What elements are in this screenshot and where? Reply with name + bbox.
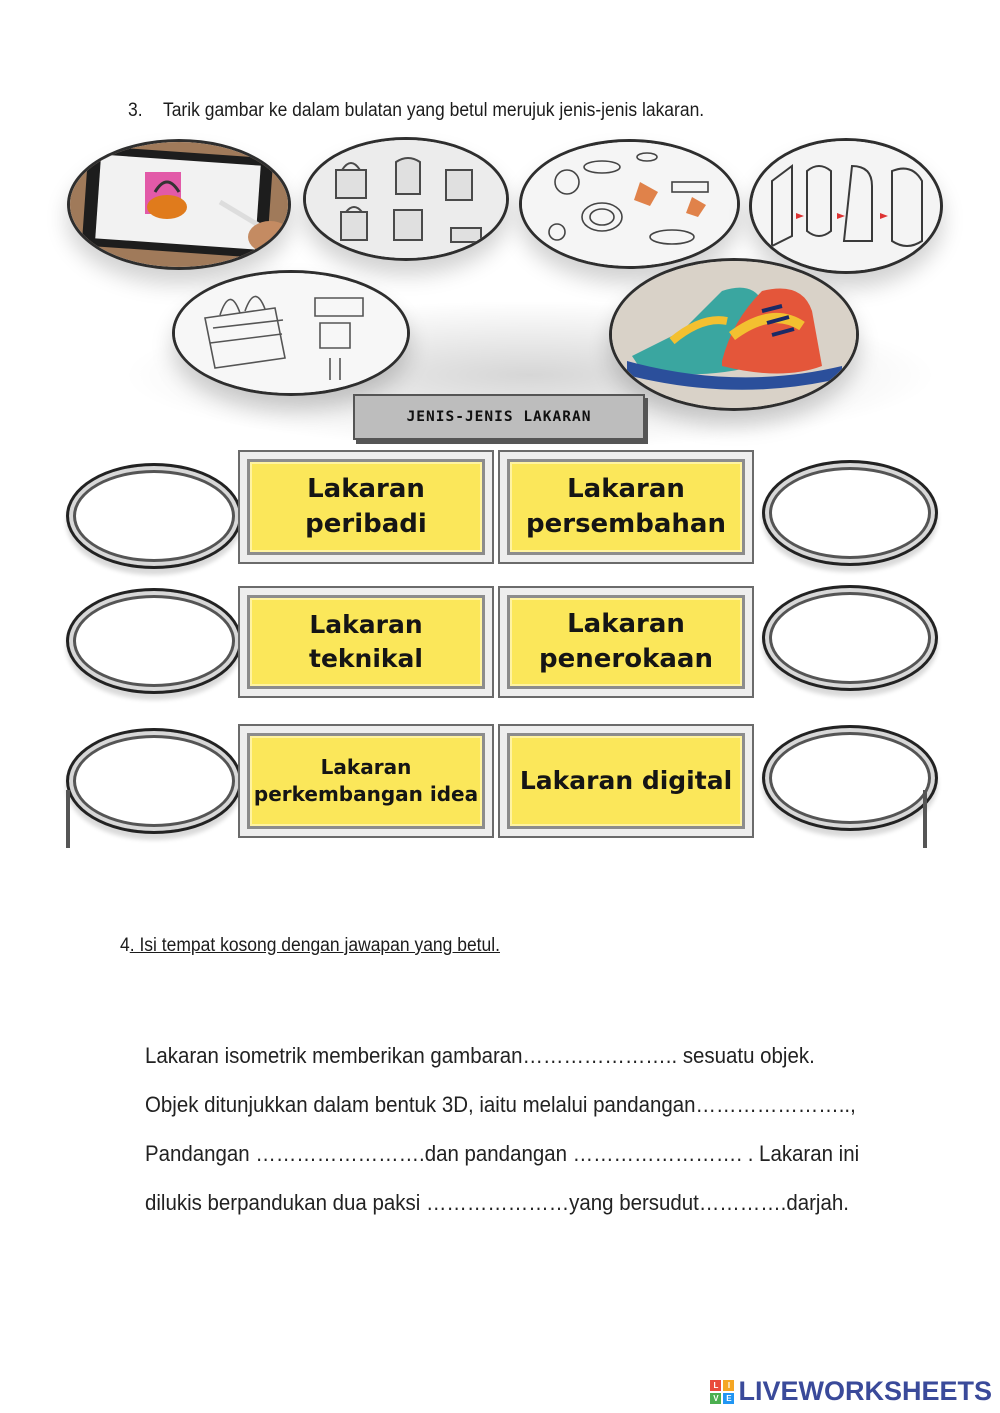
bag-sketches-drawing [306,140,506,258]
tablet-digital-sketch-icon[interactable] [67,139,291,270]
bag-exploration-drawing [175,273,407,393]
brand-name: LIVEWORKSHEETS [738,1376,992,1406]
drop-zone-teknikal[interactable] [66,588,242,694]
question-number: 3. [128,100,143,121]
drop-zone-peribadi[interactable] [66,463,242,569]
bag-exploration-sketch-icon[interactable] [172,270,410,396]
category-card-teknikal: Lakaran teknikal [238,586,494,698]
paragraph-line-4: dilukis berpandukan dua paksi …………………yan… [145,1190,849,1215]
watch-technical-sketches-icon[interactable] [519,139,740,269]
liveworksheets-brand[interactable]: L I V E LIVEWORKSHEETS [710,1376,992,1407]
question-number: 4 [120,935,130,956]
question-text: Tarik gambar ke dalam bulatan yang betul… [162,100,705,121]
bag-idea-development-icon[interactable] [749,138,943,274]
paragraph-line-1: Lakaran isometrik memberikan gambaran………… [145,1043,815,1068]
watch-sketches-drawing [522,142,737,266]
sneaker-presentation-icon[interactable] [609,258,859,411]
category-card-digital: Lakaran digital [498,724,754,838]
decorative-post [66,790,70,848]
question-4-instruction: 4. Isi tempat kosong dengan jawapan yang… [120,935,500,957]
category-label: Lakaran teknikal [247,595,485,689]
question-3-instruction: 3. Tarik gambar ke dalam bulatan yang bet… [128,100,704,122]
category-label: Lakaran digital [507,733,745,829]
decorative-post [923,790,927,848]
drop-zone-penerokaan[interactable] [762,585,938,691]
drop-zone-perkembangan-idea[interactable] [66,728,242,834]
drop-zone-persembahan[interactable] [762,460,938,566]
question-text: . Isi tempat kosong dengan jawapan yang … [129,935,500,956]
paragraph-line-2: Objek ditunjukkan dalam bentuk 3D, iaitu… [145,1092,856,1117]
liveworksheets-logo-icon: L I V E [710,1379,735,1404]
drop-zone-digital[interactable] [762,725,938,831]
tablet-drawing [70,142,288,267]
sneaker-drawing [612,261,856,408]
header-label: JENIS-JENIS LAKARAN [353,394,645,440]
bag-sketches-icon[interactable] [303,137,509,261]
paragraph-line-3: Pandangan …………………….dan pandangan …………………… [145,1141,860,1166]
bag-development-drawing [752,141,940,271]
